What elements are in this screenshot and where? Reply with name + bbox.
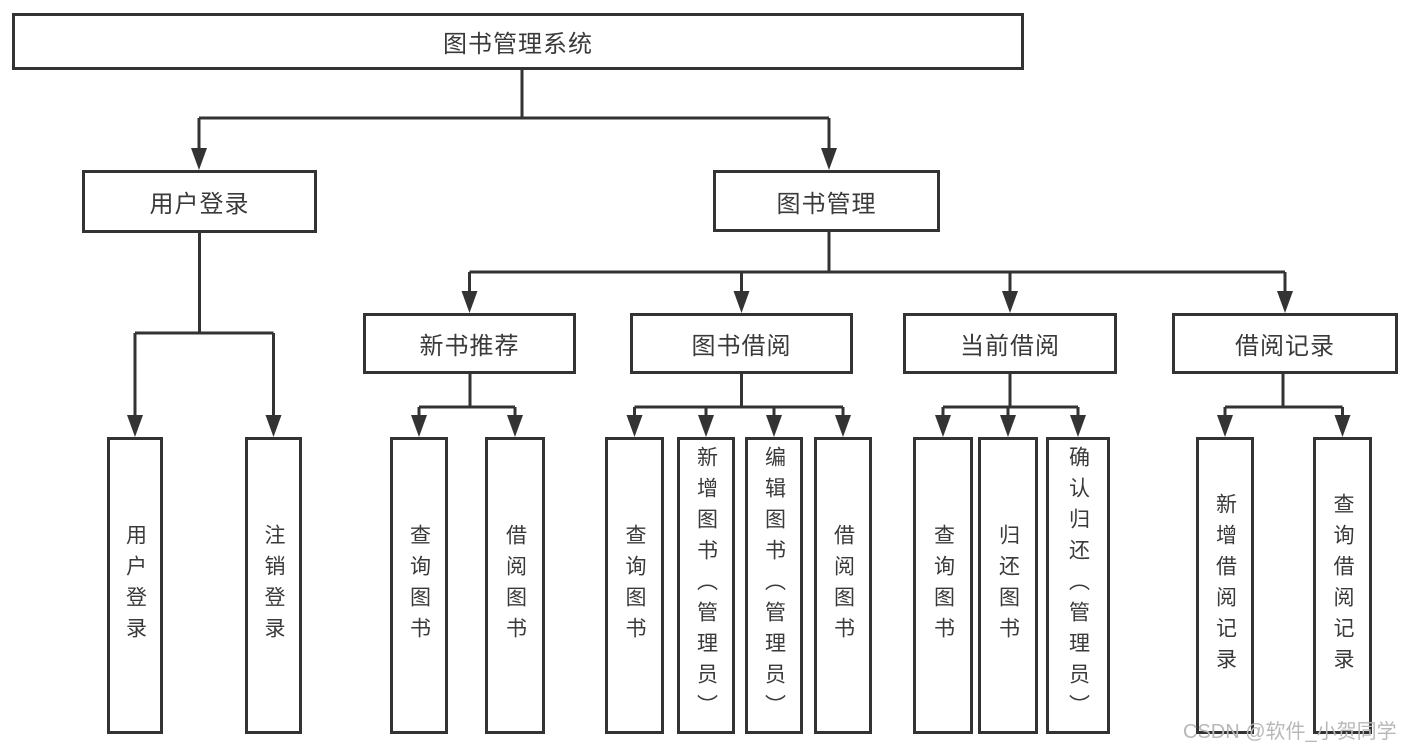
- node-new-book-recommendation: 新书推荐: [363, 313, 576, 374]
- arrowheads: [127, 148, 1351, 437]
- node-label: 注销登录: [262, 523, 286, 648]
- leaf-borrow-books-recommend: 借阅图书: [485, 437, 545, 734]
- node-label: 借阅图书: [831, 523, 855, 648]
- node-label: 新书推荐: [419, 333, 520, 360]
- csdn-watermark: CSDN @软件_小贺同学: [1183, 721, 1397, 743]
- node-label: 图书管理: [776, 190, 877, 218]
- leaf-logout: 注销登录: [245, 437, 302, 734]
- leaf-add-books-admin: 新增图书（管理员）: [677, 437, 735, 734]
- node-borrowing-records: 借阅记录: [1172, 313, 1398, 374]
- node-label: 当前借阅: [960, 333, 1060, 360]
- leaf-query-books-recommend: 查询图书: [390, 437, 448, 734]
- leaf-add-borrow-record: 新增借阅记录: [1196, 437, 1254, 734]
- node-label: 借阅记录: [1235, 333, 1335, 360]
- node-library-management-system: 图书管理系统: [12, 13, 1024, 70]
- node-label: 查询借阅记录: [1331, 492, 1355, 679]
- node-label: 查询图书: [407, 523, 431, 648]
- node-label: 新增借阅记录: [1213, 492, 1237, 679]
- node-label: 借阅图书: [503, 523, 527, 648]
- node-label: 用户登录: [123, 523, 147, 648]
- leaf-user-login: 用户登录: [107, 437, 163, 734]
- node-label: 归还图书: [996, 523, 1020, 648]
- leaf-confirm-return-admin: 确认归还（管理员）: [1046, 437, 1110, 734]
- node-book-management: 图书管理: [713, 170, 940, 232]
- node-current-borrowing: 当前借阅: [903, 313, 1117, 374]
- leaf-edit-books-admin: 编辑图书（管理员）: [745, 437, 803, 734]
- node-book-borrowing: 图书借阅: [630, 313, 853, 374]
- node-label: 新增图书（管理员）: [694, 446, 718, 725]
- node-label: 图书管理系统: [443, 31, 593, 58]
- node-label: 查询图书: [623, 523, 647, 648]
- leaf-query-borrow-record: 查询借阅记录: [1313, 437, 1372, 734]
- leaf-return-books: 归还图书: [978, 437, 1038, 734]
- leaf-borrow-books: 借阅图书: [814, 437, 872, 734]
- node-label: 确认归还（管理员）: [1066, 446, 1090, 725]
- node-label: 用户登录: [149, 191, 250, 218]
- node-label: 编辑图书（管理员）: [762, 446, 786, 725]
- node-label: 图书借阅: [691, 333, 792, 360]
- leaf-query-books-current: 查询图书: [913, 437, 973, 734]
- leaf-query-books-borrow: 查询图书: [605, 437, 664, 734]
- node-label: 查询图书: [931, 523, 955, 648]
- node-user-login: 用户登录: [82, 170, 317, 233]
